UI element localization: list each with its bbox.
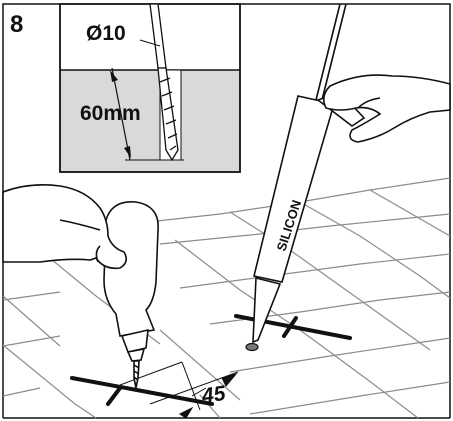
spacing-label: 45 — [200, 382, 228, 408]
spacing-dimension — [119, 361, 239, 419]
inset-drill-bit — [149, 3, 179, 162]
step-number: 8 — [10, 11, 23, 38]
depth-label: 60mm — [80, 102, 141, 125]
floor-tile-grid — [2, 177, 451, 419]
silicone-gun — [252, 3, 451, 344]
outer-frame — [2, 3, 451, 419]
drilling-detail-inset — [59, 3, 241, 173]
power-drill — [2, 184, 159, 389]
filled-hole — [245, 342, 259, 352]
mounting-mark-left — [70, 376, 214, 406]
diameter-label: Ø10 — [86, 22, 126, 45]
